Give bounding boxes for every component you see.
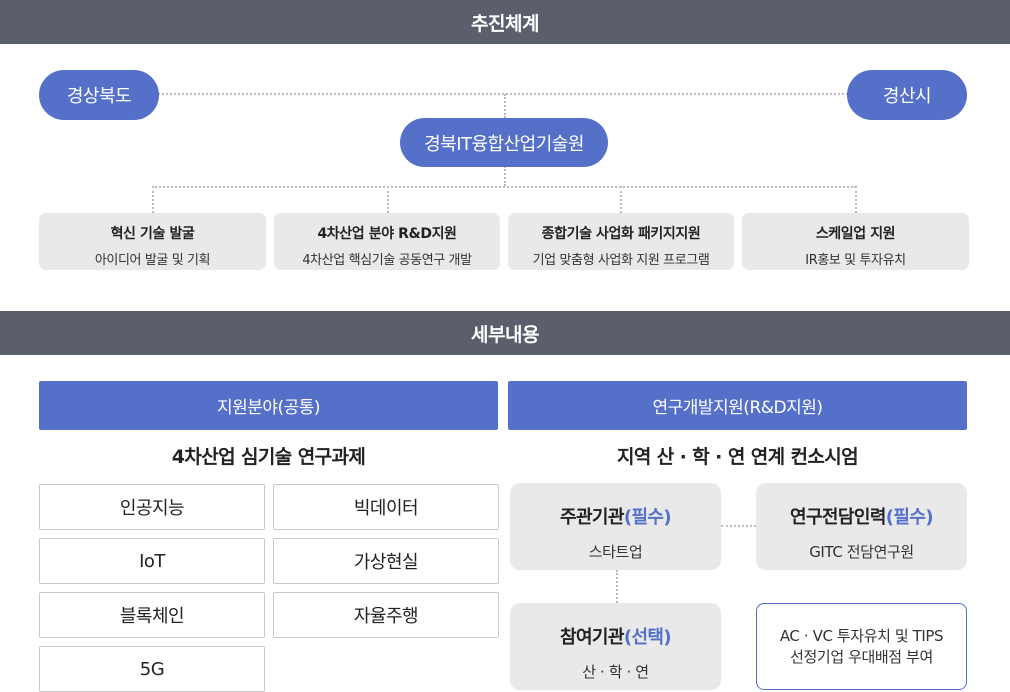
connector-org-vertical [616, 570, 618, 603]
section-title-bar: 세부내용 [0, 311, 1010, 355]
program-title: 4차산업 분야 R&D지원 [317, 226, 457, 242]
main-org-box: 주관기관(필수) 스타트업 [510, 483, 721, 570]
tech-label: 인공지능 [119, 498, 185, 519]
node-gyeongsan-city: 경산시 [847, 70, 967, 120]
program-title: 혁신 기술 발굴 [110, 226, 195, 242]
node-gyeongbuk-province: 경상북도 [39, 70, 159, 120]
research-staff-title: 연구전담인력(필수) [756, 503, 967, 529]
tech-label: 자율주행 [353, 606, 419, 627]
tech-item-iot: IoT [39, 538, 265, 584]
connector-branch-2 [387, 186, 389, 213]
header-label: 지원분야(공통) [216, 398, 321, 418]
tech-item-blockchain: 블록체인 [39, 592, 265, 638]
participant-org-desc: 산 · 학 · 연 [582, 663, 649, 681]
program-subtitle: 4차산업 핵심기술 공동연구 개발 [302, 253, 472, 268]
node-gitc: 경북IT융합산업기술원 [400, 118, 608, 167]
investment-note-box: AC · VC 투자유치 및 TIPS 선정기업 우대배점 부여 [756, 603, 967, 690]
tech-item-ai: 인공지능 [39, 484, 265, 530]
rnd-support-subtitle: 지역 산 · 학 · 연 연계 컨소시엄 [616, 446, 859, 468]
research-staff-desc: GITC 전담연구원 [809, 543, 914, 561]
node-label: 경산시 [882, 86, 932, 107]
program-subtitle: 기업 맞춤형 사업화 지원 프로그램 [532, 253, 710, 268]
org-name: 연구전담인력 [790, 507, 886, 528]
node-label: 경상북도 [66, 86, 132, 107]
program-box-4: 스케일업 지원 IR홍보 및 투자유치 [742, 213, 969, 270]
participant-org-box: 참여기관(선택) 산 · 학 · 연 [510, 603, 721, 690]
connector-branch-1 [152, 186, 154, 213]
program-subtitle: 아이디어 발굴 및 기획 [94, 253, 211, 268]
note-line-2: 선정기업 우대배점 부여 [790, 648, 933, 666]
connector-branch-4 [855, 186, 857, 213]
section-title-bar: 추진체계 [0, 0, 1010, 44]
section-title: 세부내용 [471, 323, 539, 346]
org-tag: (필수) [885, 507, 934, 528]
connector-branch-3 [620, 186, 622, 213]
connector-org-horizontal [721, 525, 756, 527]
rnd-support-header: 연구개발지원(R&D지원) [508, 381, 967, 430]
program-box-2: 4차산업 분야 R&D지원 4차산업 핵심기술 공동연구 개발 [274, 213, 500, 270]
connector-top-horizontal [158, 93, 848, 95]
main-org-desc: 스타트업 [588, 543, 643, 561]
org-name: 주관기관 [559, 507, 624, 528]
tech-item-autonomous: 자율주행 [273, 592, 499, 638]
tech-item-vr: 가상현실 [273, 538, 499, 584]
section-title: 추진체계 [471, 12, 539, 35]
org-tag: (필수) [623, 507, 672, 528]
tech-label: 블록체인 [119, 606, 185, 627]
program-box-1: 혁신 기술 발굴 아이디어 발굴 및 기획 [39, 213, 266, 270]
org-tag: (선택) [623, 627, 672, 648]
program-title: 종합기술 사업화 패키지지원 [541, 226, 701, 242]
tech-item-bigdata: 빅데이터 [273, 484, 499, 530]
org-name: 참여기관 [559, 627, 624, 648]
support-field-subtitle: 4차산업 심기술 연구과제 [171, 446, 366, 468]
research-staff-box: 연구전담인력(필수) GITC 전담연구원 [756, 483, 967, 570]
main-org-title: 주관기관(필수) [510, 503, 721, 529]
tech-label: 가상현실 [353, 552, 419, 573]
tech-label: 빅데이터 [353, 498, 419, 519]
program-box-3: 종합기술 사업화 패키지지원 기업 맞춤형 사업화 지원 프로그램 [508, 213, 734, 270]
tech-item-5g: 5G [39, 646, 265, 692]
participant-org-title: 참여기관(선택) [510, 623, 721, 649]
support-field-header: 지원분야(공통) [39, 381, 498, 430]
header-label: 연구개발지원(R&D지원) [652, 398, 823, 418]
connector-branch-horizontal [152, 186, 856, 188]
program-title: 스케일업 지원 [815, 226, 896, 242]
tech-label: IoT [139, 550, 165, 572]
node-label: 경북IT융합산업기술원 [424, 133, 584, 155]
connector-top-vertical [504, 94, 506, 118]
note-line-1: AC · VC 투자유치 및 TIPS [779, 627, 944, 645]
program-subtitle: IR홍보 및 투자유치 [805, 253, 906, 268]
connector-center-down [504, 166, 506, 186]
tech-label: 5G [139, 658, 165, 680]
